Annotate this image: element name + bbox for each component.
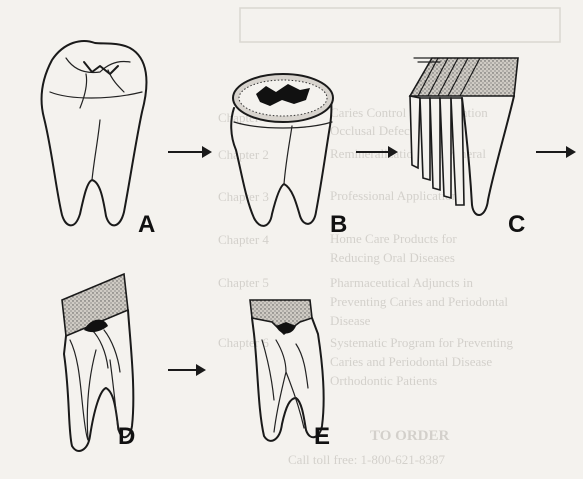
label-b: B — [330, 211, 347, 238]
tooth-a-intact-molar — [42, 41, 147, 225]
bg-topic-line: Home Care Products for — [330, 231, 457, 246]
label-e: E — [314, 423, 330, 450]
bg-order-heading: TO ORDER — [370, 428, 449, 444]
bg-topic-line: Disease — [330, 313, 371, 328]
bg-chapter-line: Chapter 5 — [218, 275, 269, 290]
bg-chapter-line: Chapter 6 — [218, 335, 269, 350]
bg-topic-line: Reducing Oral Diseases — [330, 250, 455, 265]
bg-box-outline — [240, 8, 560, 42]
bg-topic-line: Orthodontic Patients — [330, 373, 437, 388]
bg-topic-line: Pharmaceutical Adjuncts in — [330, 275, 473, 290]
label-c: C — [508, 211, 525, 238]
bg-topic-line: Occlusal Defects — [330, 123, 418, 138]
bg-topic-line: Preventing Caries and Periodontal — [330, 294, 508, 309]
bg-topic-line: Caries and Periodontal Disease — [330, 354, 492, 369]
bg-topic-line: Systematic Program for Preventing — [330, 335, 514, 350]
bg-chapter-line: Chapter 4 — [218, 232, 269, 247]
bg-chapter-line: Chapter 2 — [218, 147, 269, 162]
label-a: A — [138, 211, 155, 238]
arrow-a-to-b — [168, 146, 212, 158]
arrow-c-to-next — [536, 146, 576, 158]
label-d: D — [118, 423, 135, 450]
bg-chapter-line: Chapter 3 — [218, 189, 269, 204]
bg-order-line: Call toll free: 1-800-621-8387 — [288, 452, 446, 467]
arrow-d-to-e — [168, 364, 206, 376]
tooth-e-restored-section — [250, 300, 324, 441]
